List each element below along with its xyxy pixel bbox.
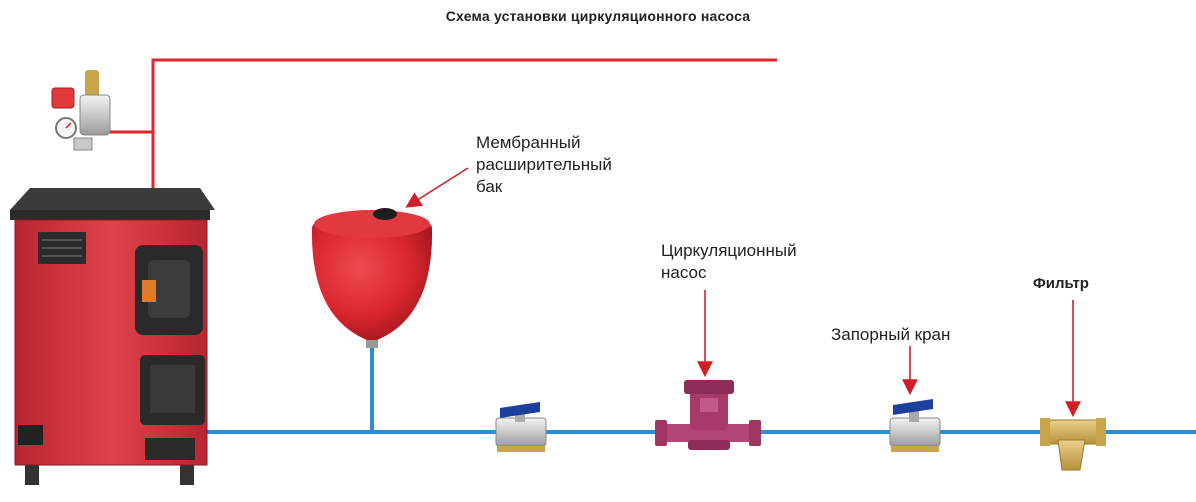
annotation-arrows — [405, 167, 1081, 418]
filter-icon — [1040, 418, 1106, 471]
boiler-icon — [10, 188, 215, 485]
diagram-title: Схема установки циркуляционного насоса — [445, 8, 751, 24]
shutoff-valve-icon — [495, 402, 547, 452]
shutoff-valve-icon-2 — [889, 399, 941, 452]
supply-pipe — [110, 58, 777, 190]
safety-group-icon — [51, 70, 111, 151]
circulation-pump-icon — [655, 380, 761, 450]
tank-arrow — [405, 167, 469, 208]
pump-label: Циркуляционный насос — [661, 241, 797, 282]
tank-label: Мембранный расширительный бак — [476, 133, 612, 196]
expansion-tank-icon — [311, 208, 433, 348]
valve-label: Запорный кран — [831, 325, 951, 344]
filter-label: Фильтр — [1033, 275, 1089, 292]
